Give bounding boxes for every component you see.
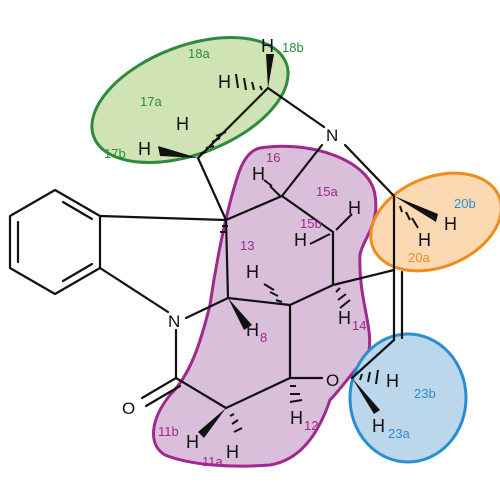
- bond: [174, 376, 228, 410]
- label-20a: 20a: [408, 250, 430, 265]
- bond: [288, 283, 335, 307]
- benzene-double-bond: [61, 262, 94, 283]
- hashed-bond: [220, 225, 228, 233]
- hashed-bond: [359, 369, 379, 385]
- label-15b: 15b: [300, 216, 322, 231]
- bond: [331, 268, 396, 287]
- proton-h16: H: [252, 164, 265, 184]
- proton-h15a: H: [348, 198, 361, 218]
- wedge-bond: [228, 298, 252, 330]
- proton-h17b: H: [138, 139, 151, 159]
- label-13: 13: [240, 238, 254, 253]
- hashed-bond: [199, 131, 227, 155]
- c23-methylene-highlight: [348, 332, 468, 464]
- wedge-bond: [266, 54, 274, 88]
- label-20b: 20b: [454, 196, 476, 211]
- proton-h23a: H: [372, 416, 385, 436]
- wedge-bond: [352, 378, 380, 414]
- bond: [224, 218, 230, 300]
- benzene-double-bond: [61, 200, 94, 221]
- label-11a: 11a: [202, 454, 223, 469]
- proton-h13: H: [246, 262, 259, 282]
- label-23b: 23b: [414, 386, 436, 401]
- proton-h8: H: [246, 320, 259, 340]
- bond: [280, 143, 324, 198]
- hashed-bond: [335, 287, 351, 309]
- hashed-bond: [399, 205, 419, 229]
- ethyl-group-highlight: [90, 36, 290, 164]
- label-16: 16: [266, 150, 280, 165]
- bond: [98, 214, 228, 222]
- bond: [280, 194, 335, 234]
- proton-h12: H: [290, 408, 303, 428]
- proton-h15b: H: [294, 230, 307, 250]
- label-17a: 17a: [140, 94, 162, 109]
- label-17b: 17b: [104, 146, 126, 161]
- proton-h18b: H: [261, 36, 274, 56]
- hashed-bond: [263, 283, 283, 303]
- bond: [343, 143, 396, 198]
- wedge-bond: [198, 408, 226, 438]
- bond: [196, 156, 228, 222]
- bond: [350, 338, 396, 380]
- hashed-bond: [263, 179, 281, 197]
- label-15a: 15a: [316, 184, 338, 199]
- label-23a: 23a: [388, 426, 410, 441]
- proton-h18a: H: [218, 72, 231, 92]
- proton-h20a: H: [418, 230, 431, 250]
- bond: [184, 296, 230, 320]
- benzene-ring: [8, 188, 102, 296]
- bond: [224, 194, 284, 222]
- proton-h11b: H: [186, 432, 199, 452]
- carbonyl-bond: [140, 376, 178, 400]
- hashed-bond: [235, 73, 263, 91]
- wedge-bond: [394, 196, 438, 222]
- proton-h23b: H: [386, 371, 399, 391]
- label-18a: 18a: [188, 46, 210, 61]
- bond: [98, 266, 170, 314]
- wedge-bond: [158, 146, 198, 158]
- bond: [226, 296, 292, 307]
- atom-o-carbonyl: O: [122, 399, 135, 418]
- label-12: 12: [304, 418, 318, 433]
- proton-h11a: H: [226, 442, 239, 462]
- hashed-bond: [229, 413, 243, 433]
- label-14: 14: [352, 318, 366, 333]
- c20-methylene-highlight: [369, 171, 500, 273]
- atom-o-ether: O: [326, 371, 339, 390]
- bond: [224, 376, 292, 410]
- carbonyl-bond: [144, 384, 182, 408]
- proton-h20b: H: [444, 214, 457, 234]
- bond: [266, 86, 326, 129]
- hashed-bond: [309, 233, 331, 245]
- proton-h14: H: [338, 308, 351, 328]
- hashed-bond: [289, 385, 303, 403]
- hashed-bond: [335, 213, 353, 231]
- label-11b: 11b: [158, 424, 179, 439]
- proton-h17a: H: [176, 114, 189, 134]
- label-18b: 18b: [282, 40, 304, 55]
- label-8: 8: [260, 330, 267, 345]
- atom-n-top: N: [326, 126, 338, 145]
- atom-n-lactam: N: [168, 312, 180, 331]
